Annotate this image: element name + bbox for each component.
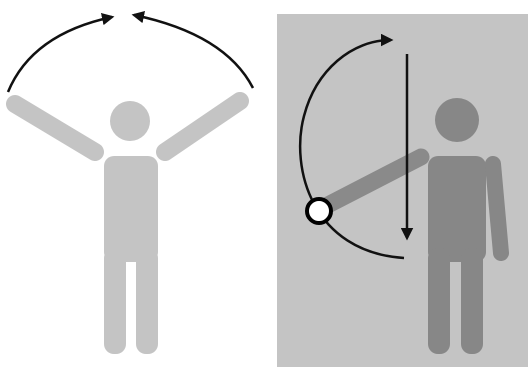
- torso: [104, 156, 158, 262]
- left-arm: [15, 104, 95, 152]
- standing-figure-arms-raised-icon: [15, 101, 240, 354]
- left-arc-arrow: [8, 17, 112, 92]
- right-panel: [277, 14, 528, 367]
- right-leg: [136, 248, 158, 354]
- head: [110, 101, 150, 141]
- right-leg: [461, 248, 483, 354]
- torso: [428, 156, 486, 262]
- head: [435, 98, 479, 142]
- right-arc-arrow: [134, 15, 253, 88]
- left-leg: [104, 248, 126, 354]
- pivot-circle: [307, 199, 331, 223]
- right-arm: [165, 101, 240, 152]
- left-panel: [8, 15, 253, 354]
- left-leg: [428, 248, 450, 354]
- hanging-arm: [493, 164, 501, 253]
